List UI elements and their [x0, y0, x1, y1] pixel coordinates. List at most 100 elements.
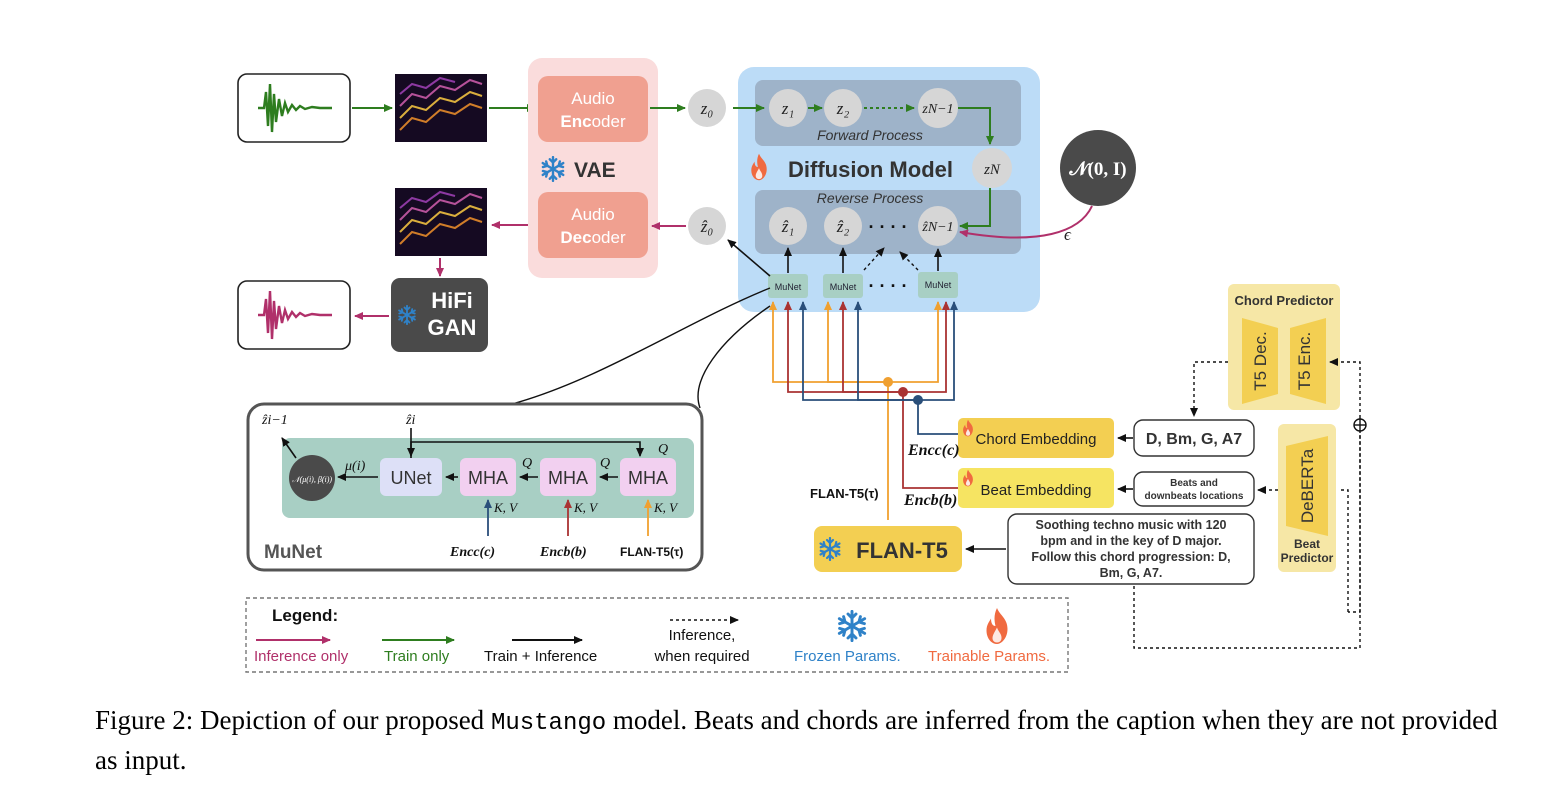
- legend-frozen: Frozen Params.: [794, 648, 901, 665]
- mha-label-3: MHA: [628, 468, 668, 488]
- audio-decoder-line-1: Audio: [571, 205, 614, 224]
- junction-orange: [883, 377, 893, 387]
- q-label-2: Q: [600, 456, 610, 471]
- deberta-label: DeBERTa: [1298, 448, 1317, 523]
- munet-small-2: [823, 274, 863, 298]
- munet-small-n-label: MuNet: [925, 280, 952, 290]
- inference-waveform-icon: [258, 290, 332, 340]
- flan-t5-block: FLAN-T5: [814, 526, 962, 572]
- hifigan-line-1: HiFi: [431, 288, 473, 313]
- z-im1-label: ẑi−1: [261, 413, 288, 428]
- svg-text:Decoder: Decoder: [560, 228, 626, 247]
- enc-c-label: Encc(c): [907, 442, 960, 459]
- chords-input-text: D, Bm, G, A7: [1146, 431, 1242, 448]
- zhat0-label: ẑ₀: [700, 217, 714, 236]
- legend-inference-2: when required: [653, 648, 749, 665]
- noise-label: 𝒩(0, I): [1068, 159, 1126, 180]
- zN-node: [972, 148, 1012, 188]
- forward-node-1-label: z₁: [781, 99, 795, 118]
- dotted-inference-lines: [1133, 358, 1361, 649]
- z0-label: z₀: [700, 99, 714, 118]
- figure-caption: Figure 2: Depiction of our proposed Must…: [95, 702, 1525, 778]
- reverse-node-n1: [918, 206, 958, 246]
- forward-node-n1: [918, 88, 958, 128]
- prompt-line-2: bpm and in the key of D major.: [1040, 534, 1221, 548]
- forward-process-panel: [755, 80, 1021, 146]
- legend-inference-1: Inference,: [669, 627, 736, 644]
- munet-dots: · · · ·: [869, 276, 908, 296]
- reverse-node-2: [824, 207, 862, 245]
- mha-box-2: [540, 458, 596, 496]
- munet-small-1-label: MuNet: [775, 282, 802, 292]
- reverse-node-n1-label: ẑN−1: [921, 220, 953, 235]
- unet-box: [380, 458, 442, 496]
- legend: Legend: Inference only Train only Train …: [245, 597, 1069, 673]
- forward-node-n1-label: zN−1: [921, 102, 953, 117]
- munet-enc-c: Encc(c): [449, 545, 495, 560]
- mha-box-3: [620, 458, 676, 496]
- output-waveform: [237, 280, 351, 350]
- forward-process-label: Forward Process: [817, 127, 923, 143]
- beat-predictor-line-1: Beat: [1294, 537, 1320, 551]
- munet-enc-b: Encb(b): [539, 545, 587, 560]
- legend-title: Legend:: [272, 606, 338, 625]
- arrow-munet-to-zhat0: [727, 239, 771, 277]
- kv-label-2: K, V: [573, 500, 599, 515]
- prompt-line-3: Follow this chord progression: D,: [1031, 550, 1230, 564]
- noise-source: 𝒩(0, I) ϵ: [959, 130, 1136, 244]
- chords-input-box: D, Bm, G, A7: [1133, 419, 1255, 457]
- legend-train-inference: Train + Inference: [484, 648, 597, 665]
- prompt-input-box: Soothing techno music with 120 bpm and i…: [1007, 513, 1255, 585]
- munet-small-1: [768, 274, 808, 298]
- audio-decoder-rest: oder: [592, 228, 626, 247]
- junction-red: [898, 387, 908, 397]
- junction-navy: [913, 395, 923, 405]
- caption-prefix: Figure 2: Depiction of our proposed: [95, 705, 485, 735]
- caption-model-name: Mustango: [490, 710, 607, 737]
- beat-predictor-block: DeBERTa Beat Predictor: [1278, 424, 1336, 572]
- input-spectrogram: [395, 74, 487, 142]
- gaussian-node: [289, 455, 335, 501]
- conditioning-lines: [769, 301, 958, 520]
- reverse-dots: · · · ·: [869, 217, 908, 237]
- audio-encoder-rest: oder: [592, 112, 626, 131]
- mha-box-1: [460, 458, 516, 496]
- z-i-label: ẑi: [405, 413, 415, 428]
- diffusion-model-title: Diffusion Model: [788, 157, 953, 182]
- z0-node: [688, 89, 726, 127]
- legend-trainable: Trainable Params.: [928, 648, 1050, 665]
- legend-inference-only: Inference only: [254, 648, 349, 665]
- mha-label-2: MHA: [548, 468, 588, 488]
- audio-decoder-bold: Dec: [560, 228, 591, 247]
- prompt-line-1: Soothing techno music with 120: [1036, 518, 1227, 532]
- forward-node-2: [824, 89, 862, 127]
- legend-flame-icon: [986, 608, 1008, 644]
- zhat0-node: [688, 207, 726, 245]
- beat-embedding-block: Beat Embedding: [958, 468, 1114, 508]
- svg-text:Encoder: Encoder: [560, 112, 626, 131]
- reverse-node-1: [769, 207, 807, 245]
- hifigan-line-2: GAN: [428, 315, 477, 340]
- reverse-process-panel: [755, 190, 1021, 254]
- hifigan-block: HiFi GAN: [391, 278, 488, 352]
- legend-snowflake-icon: [837, 610, 867, 642]
- beats-input-line-2: downbeats locations: [1145, 491, 1244, 502]
- munet-small-2-label: MuNet: [830, 282, 857, 292]
- vae-label: VAE: [574, 159, 616, 182]
- vae-block: Audio Encoder VAE Audio Decoder: [528, 58, 658, 278]
- output-spectrogram: [395, 188, 487, 256]
- forward-node-1: [769, 89, 807, 127]
- beat-predictor-line-2: Predictor: [1281, 551, 1334, 565]
- enc-b-label: Encb(b): [903, 492, 957, 509]
- mha-label-1: MHA: [468, 468, 508, 488]
- munet-small-n: [918, 272, 958, 298]
- gaussian-label: 𝒩(μ(i), β(i)): [292, 475, 332, 484]
- kv-label-1: K, V: [493, 500, 519, 515]
- chord-embedding-label: Chord Embedding: [976, 431, 1097, 448]
- audio-encoder-line-1: Audio: [571, 89, 614, 108]
- zN-label: zN: [983, 162, 1001, 178]
- flan-t5-tau-label: FLAN-T5(τ): [810, 486, 879, 501]
- flan-t5-label: FLAN-T5: [856, 538, 948, 563]
- q-label-1: Q: [522, 456, 532, 471]
